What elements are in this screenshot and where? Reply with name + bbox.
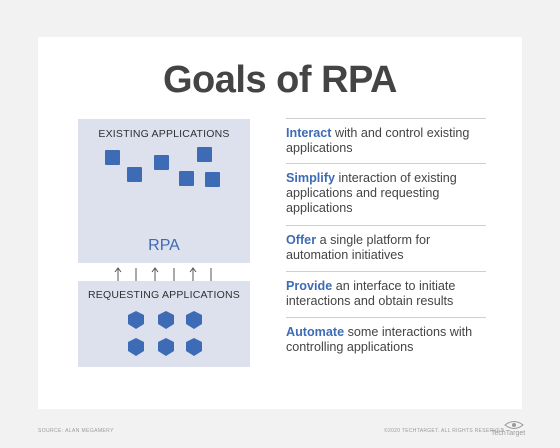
goal-item: Interact with and control existing appli… bbox=[286, 118, 486, 163]
hexagon-group bbox=[128, 311, 202, 356]
rpa-panel: RPA bbox=[78, 227, 250, 263]
goal-text: some interactions with controlling appli… bbox=[286, 325, 473, 354]
rpa-label: RPA bbox=[148, 237, 180, 254]
goal-text: a single platform for automation initiat… bbox=[286, 233, 431, 262]
infographic-card: Goals of RPA EXISTING APPLICATIONS RPA bbox=[38, 37, 522, 409]
app-square bbox=[197, 147, 212, 162]
hexagon-icon bbox=[158, 338, 174, 356]
goal-keyword: Automate bbox=[286, 325, 345, 339]
goal-item: Simplify interaction of existing applica… bbox=[286, 163, 486, 225]
goals-list: Interact with and control existing appli… bbox=[286, 118, 486, 363]
hexagon-icon bbox=[128, 338, 144, 356]
hexagon-icon bbox=[186, 338, 202, 356]
requesting-applications-panel: REQUESTING APPLICATIONS bbox=[78, 281, 250, 367]
app-square bbox=[105, 150, 120, 165]
existing-applications-label: EXISTING APPLICATIONS bbox=[98, 128, 230, 140]
goal-text: an interface to initiate interactions an… bbox=[286, 279, 456, 308]
page-title: Goals of RPA bbox=[163, 59, 398, 101]
app-square bbox=[154, 155, 169, 170]
existing-applications-panel: EXISTING APPLICATIONS bbox=[78, 119, 250, 227]
app-square bbox=[127, 167, 142, 182]
hexagon-icon bbox=[186, 311, 202, 329]
goal-keyword: Simplify bbox=[286, 171, 335, 185]
techtarget-eye-icon bbox=[504, 421, 524, 429]
source-credit: SOURCE: ALAN MEGAMERY bbox=[38, 428, 114, 434]
copyright-notice: ©2020 TECHTARGET. ALL RIGHTS RESERVED bbox=[384, 428, 505, 434]
hexagon-icon bbox=[128, 311, 144, 329]
goal-text: with and control existing applications bbox=[286, 126, 470, 155]
goal-keyword: Offer bbox=[286, 233, 317, 247]
goal-item: Automate some interactions with controll… bbox=[286, 317, 486, 363]
goal-item: Provide an interface to initiate interac… bbox=[286, 271, 486, 317]
requesting-applications-label: REQUESTING APPLICATIONS bbox=[87, 289, 241, 301]
hexagon-icon bbox=[158, 311, 174, 329]
techtarget-logo: TechTarget bbox=[491, 430, 526, 437]
goal-keyword: Interact bbox=[286, 126, 332, 140]
goal-keyword: Provide bbox=[286, 279, 333, 293]
app-square bbox=[179, 171, 194, 186]
app-square bbox=[205, 172, 220, 187]
goal-text: interaction of existing applications and… bbox=[286, 171, 457, 215]
goal-item: Offer a single platform for automation i… bbox=[286, 225, 486, 271]
